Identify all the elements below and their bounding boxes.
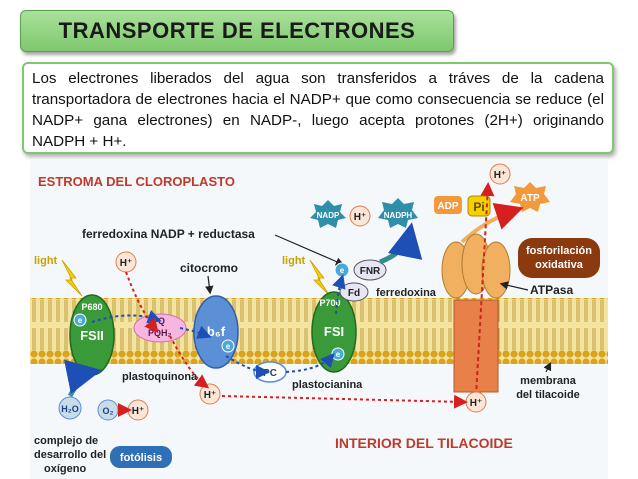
explanation-text: Los electrones liberados del agua son tr…	[32, 70, 604, 150]
svg-text:H⁺: H⁺	[494, 170, 507, 181]
svg-text:H⁺: H⁺	[354, 212, 367, 223]
fosforilacion-line2: oxidativa	[535, 259, 584, 271]
title-banner: TRANSPORTE DE ELECTRONES	[20, 10, 454, 52]
adp-label: ADP	[437, 201, 458, 212]
svg-text:H⁺: H⁺	[470, 398, 483, 409]
citocromo-label: citocromo	[180, 261, 238, 275]
complejo-line1: complejo de	[34, 435, 98, 447]
stroma-label: ESTROMA DEL CLOROPLASTO	[38, 174, 235, 189]
h2o-label: H₂O	[61, 404, 79, 414]
h-ion-stroma-3	[489, 163, 511, 185]
psi-label: FSI	[324, 324, 344, 339]
water-molecule	[58, 396, 82, 420]
nadph-arrow	[379, 222, 423, 265]
adp-box	[434, 196, 462, 214]
proton-path-stroma-pq	[125, 271, 159, 334]
membrana-arrow	[543, 361, 552, 373]
explanation-box: Los electrones liberados del agua son tr…	[22, 62, 614, 154]
ferredoxin	[339, 282, 369, 302]
h-ion-stroma-2	[349, 205, 371, 227]
svg-text:H⁺: H⁺	[204, 390, 217, 401]
p680-label: P680	[81, 302, 102, 312]
fnr-enzyme	[353, 259, 387, 281]
lightning-left-icon	[61, 259, 83, 297]
nadph-star	[378, 198, 418, 228]
electron-path-b6f-pc	[225, 355, 270, 379]
light-right-label: light	[282, 255, 306, 267]
fosforilacion-bubble	[518, 238, 600, 278]
electron-b6f	[221, 339, 235, 353]
svg-text:e: e	[226, 342, 231, 351]
atp-synthesis-arrow	[460, 203, 524, 244]
fnr-label-short: FNR	[360, 266, 381, 277]
atpasa-arrow	[499, 281, 529, 291]
fotolisis-bubble	[110, 446, 172, 468]
electron-transport-diagram: ESTROMA DEL CLOROPLASTO INTERIOR DEL TIL…	[30, 160, 608, 479]
nadph-label: NADPH	[384, 211, 413, 220]
atp-label: ATP	[520, 193, 540, 204]
plastoquinona-label: plastoquinona	[122, 371, 198, 383]
fnr-label-arrow	[274, 234, 345, 266]
atpasa-label: ATPasa	[530, 283, 573, 297]
fosforilacion-line1: fosforilación	[526, 245, 592, 257]
complejo-line3: oxígeno	[44, 463, 86, 475]
citocromo-arrow	[205, 275, 214, 295]
svg-text:e: e	[336, 350, 341, 359]
atpase-head-3	[481, 241, 511, 299]
h-ion-lumen-1	[199, 383, 221, 405]
page-title: TRANSPORTE DE ELECTRONES	[58, 18, 416, 43]
proton-flow-atpase	[475, 182, 495, 397]
pqh2-label: PQH₂	[148, 328, 172, 338]
b6f-label: b₆f	[207, 324, 226, 339]
pi-label: Pi	[473, 200, 484, 214]
svg-text:H⁺: H⁺	[132, 406, 145, 417]
svg-text:e: e	[340, 266, 345, 275]
lumen-label: INTERIOR DEL TILACOIDE	[335, 435, 513, 451]
membrana-line2: del tilacoide	[516, 389, 580, 401]
photolysis-arrow	[64, 359, 102, 398]
photosystem-i	[311, 291, 357, 373]
atpase-stalk	[453, 299, 499, 393]
pc-label: PC	[263, 368, 277, 379]
p700-label: P700	[319, 298, 340, 308]
plastocianina-label: plastocianina	[292, 379, 363, 391]
nadp-label: NADP	[317, 211, 340, 220]
nadp-star	[310, 200, 346, 228]
ferredoxina-label: ferredoxina	[376, 287, 437, 299]
proton-path-lumen-atpase	[221, 394, 468, 409]
o2-label: O₂	[103, 406, 114, 416]
electron-psii	[73, 313, 87, 327]
fnr-label: ferredoxina NADP + reductasa	[82, 227, 255, 241]
complejo-line2: desarrollo del	[34, 449, 106, 461]
fotolisis-label: fotólisis	[120, 452, 162, 464]
svg-text:H⁺: H⁺	[120, 258, 133, 269]
electron-path-pq-b6f	[179, 325, 212, 339]
pq-label: PQ	[152, 316, 165, 326]
psii-label: FSII	[80, 328, 104, 343]
fd-label: Fd	[348, 288, 360, 299]
proton-path-pq-lumen	[169, 335, 210, 389]
pi-box	[467, 195, 491, 217]
light-left-label: light	[34, 255, 58, 267]
svg-text:e: e	[78, 316, 83, 325]
membrana-line1: membrana	[520, 375, 577, 387]
atp-star	[510, 182, 550, 212]
